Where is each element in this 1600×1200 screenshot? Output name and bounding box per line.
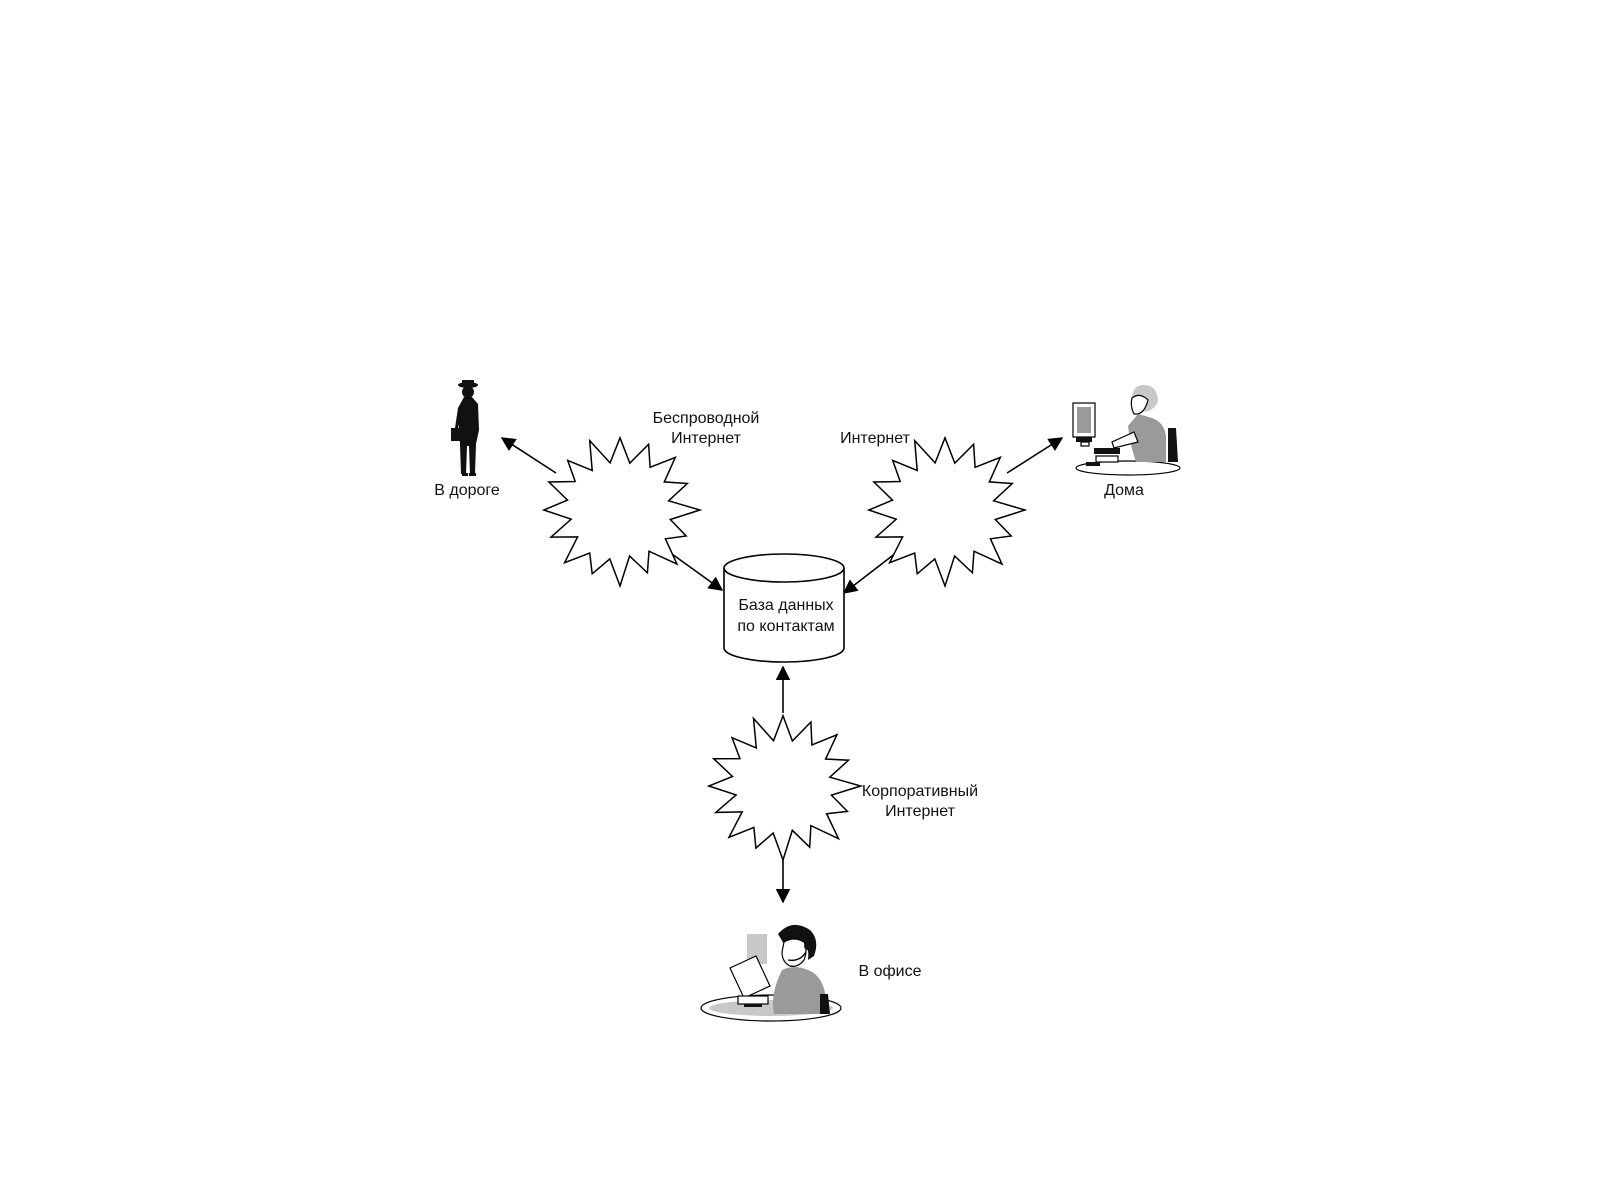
wireless-network-burst [541,435,703,589]
internet-network-burst [866,435,1028,589]
corporate-label-line2: Интернет [885,803,955,820]
arrow-home [1006,437,1064,474]
internet-label: Интернет [840,430,910,447]
arrow-road [500,437,557,474]
wireless-label-line1: Беспроводной [653,410,760,427]
wireless-label-line2: Интернет [671,430,741,447]
database-label-line2: по контактам [737,618,834,635]
home-worker-icon [1072,385,1181,476]
road-label: В дороге [434,482,500,499]
database-label-line1: База данных [738,597,833,614]
arrow-db-right [842,548,902,594]
database-cylinder: База данных по контактам [723,553,845,663]
corporate-label-line1: Корпоративный [862,783,978,800]
office-label: В офисе [858,963,921,980]
traveler-silhouette-icon [451,380,479,476]
corporate-network-burst [706,713,864,863]
home-label: Дома [1104,482,1144,499]
office-worker-icon [700,924,842,1022]
arrow-db-left [664,548,724,591]
